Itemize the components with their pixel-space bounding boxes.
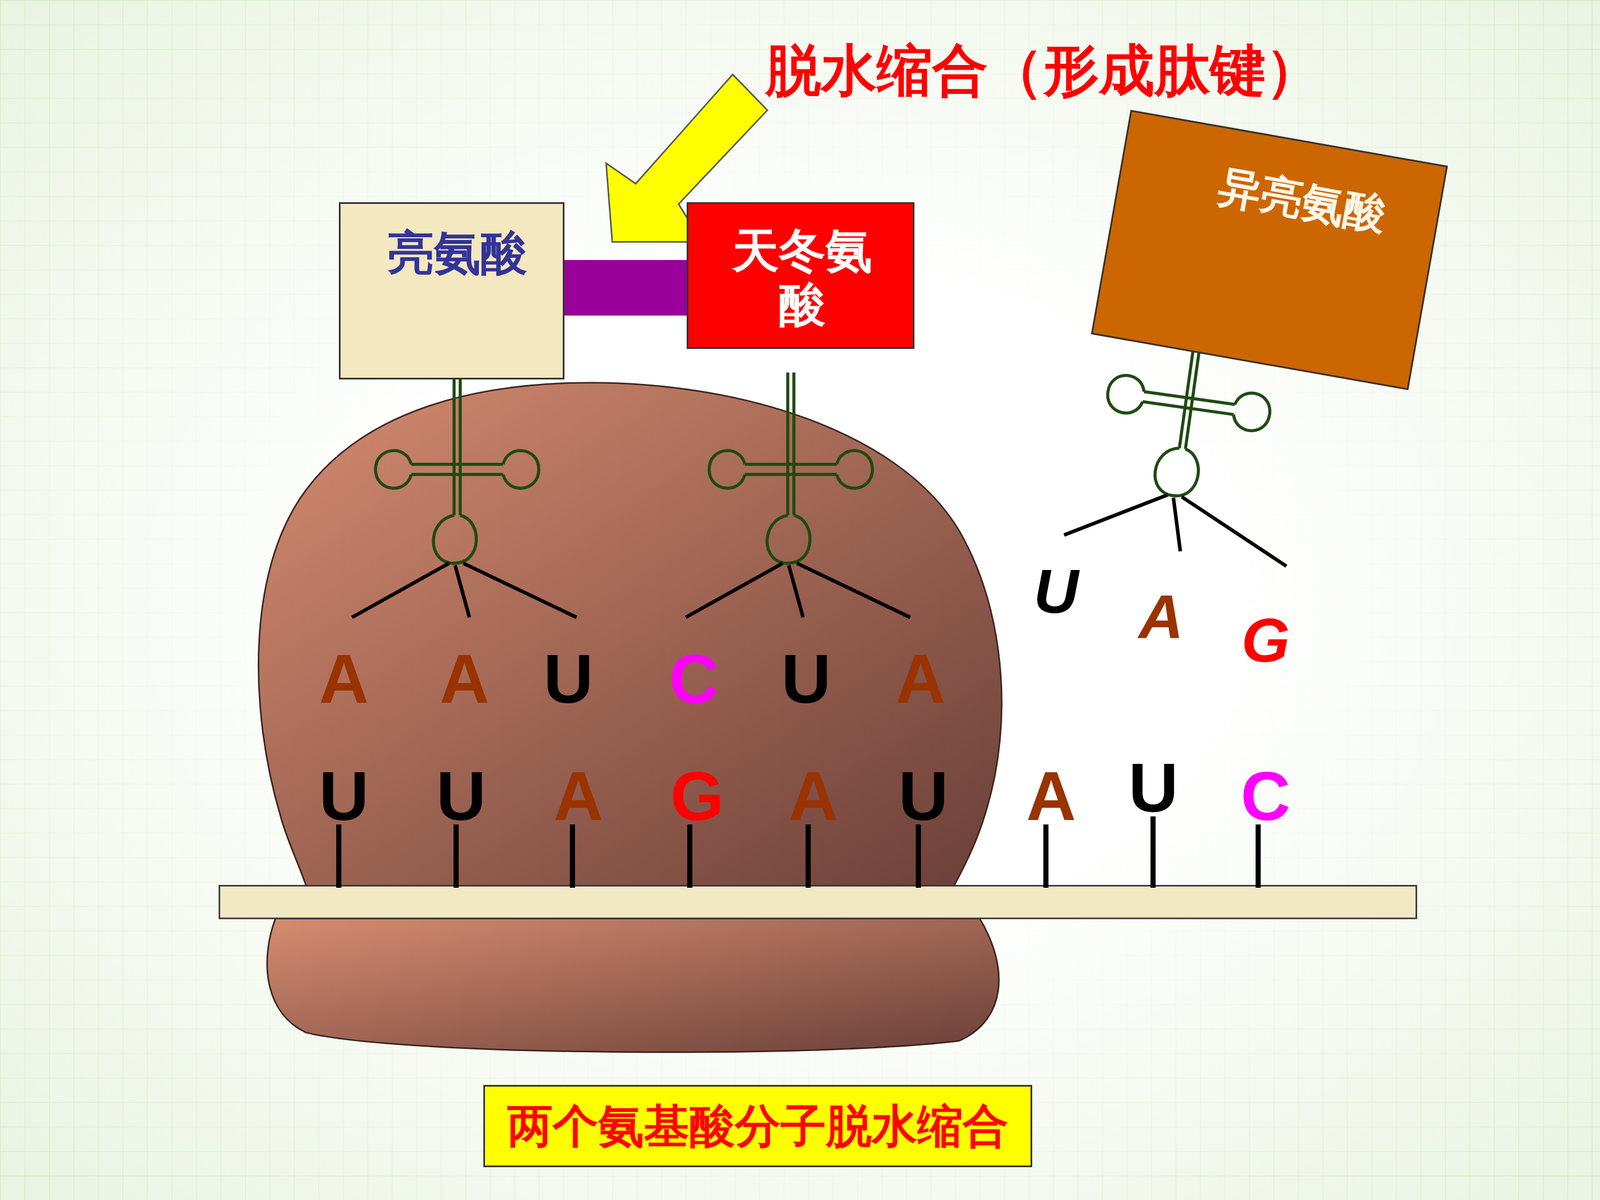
base-letter: U: [1033, 560, 1079, 623]
base-letter: A: [318, 644, 369, 714]
base-letter: U: [781, 644, 832, 714]
base-letter: U: [436, 761, 487, 831]
amino-acid-box: 异亮氨酸: [1091, 110, 1448, 390]
base-letter: A: [553, 761, 604, 831]
peptide-bond: [564, 260, 687, 316]
base-letter: U: [318, 761, 369, 831]
base-letter: C: [1240, 761, 1291, 831]
base-letter: U: [898, 761, 949, 831]
title: 脱水缩合（形成肽键）: [765, 33, 1322, 109]
amino-acid-box: 天冬氨酸: [686, 202, 915, 349]
node-label: 天冬氨酸: [727, 223, 878, 332]
base-letter: G: [670, 761, 724, 831]
base-letter: A: [1138, 586, 1184, 649]
base-letter: G: [1241, 609, 1290, 672]
base-letter: A: [1026, 761, 1077, 831]
caption-box: 两个氨基酸分子脱水缩合: [483, 1085, 1033, 1168]
node-label: 异亮氨酸: [1183, 156, 1422, 245]
base-letter: A: [788, 761, 839, 831]
caption: 两个氨基酸分子脱水缩合: [507, 1101, 1009, 1152]
amino-acid-box: 亮氨酸: [338, 202, 565, 380]
node-label: 亮氨酸: [373, 226, 541, 280]
base-letter: U: [1128, 753, 1179, 823]
base-letter: U: [543, 644, 594, 714]
base-letter: C: [668, 644, 719, 714]
base-letter: A: [895, 644, 946, 714]
base-letter: A: [439, 644, 490, 714]
